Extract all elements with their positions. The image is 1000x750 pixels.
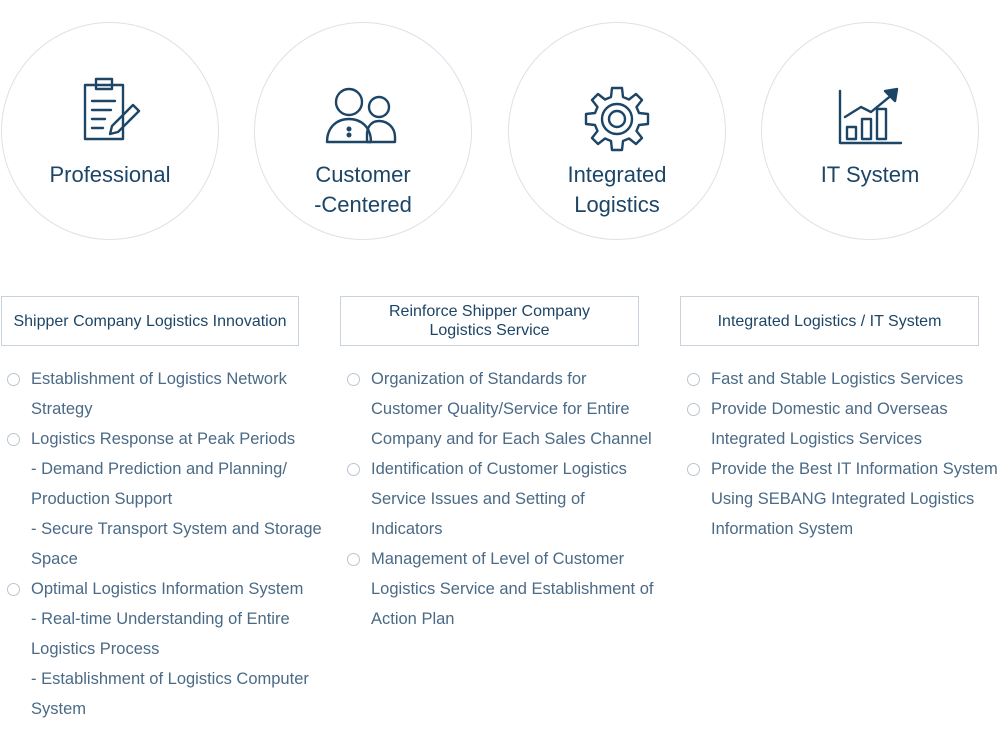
- list-subitem: - Establishment of Logistics Computer Sy…: [31, 670, 309, 718]
- list-item: Provide the Best IT Information System U…: [680, 454, 1000, 544]
- column-list: Establishment of Logistics Network Strat…: [0, 364, 330, 724]
- pillar-label: Integrated Logistics: [509, 160, 725, 220]
- column-title-line2: Logistics Service: [429, 322, 550, 339]
- circle-bullet-icon: [347, 463, 360, 476]
- list-item: Fast and Stable Logistics Services: [680, 364, 1000, 394]
- column-title: Reinforce Shipper Company Logistics Serv…: [389, 302, 590, 340]
- list-subitem: - Secure Transport System and Storage Sp…: [31, 520, 322, 568]
- list-item-text: Organization of Standards for Customer Q…: [371, 370, 652, 448]
- pillar-label-line1: Customer: [315, 162, 411, 187]
- column-title: Integrated Logistics / IT System: [717, 312, 942, 330]
- circle-bullet-icon: [687, 373, 700, 386]
- list-item-text: Logistics Response at Peak Periods: [31, 430, 296, 448]
- column-title-box: Integrated Logistics / IT System: [680, 296, 979, 346]
- customers-icon: [325, 87, 397, 144]
- list-item-text: Optimal Logistics Information System: [31, 580, 304, 598]
- pillar-label-line1: Integrated: [567, 162, 667, 187]
- pillar-label: IT System: [820, 162, 920, 187]
- list-item-text: Establishment of Logistics Network Strat…: [31, 370, 287, 418]
- list-item: Identification of Customer Logistics Ser…: [340, 454, 660, 544]
- pillar-label: Customer -Centered: [255, 160, 471, 220]
- column-title-line1: Reinforce Shipper Company: [389, 303, 590, 320]
- list-item-text: Fast and Stable Logistics Services: [711, 370, 964, 388]
- circle-bullet-icon: [7, 373, 20, 386]
- bar-chart-growth-icon: [838, 87, 903, 145]
- pillar-label: Professional: [49, 162, 171, 187]
- pillar-customer-centered: Customer -Centered: [254, 22, 472, 240]
- column-list: Fast and Stable Logistics Services Provi…: [680, 364, 1000, 544]
- circle-bullet-icon: [687, 403, 700, 416]
- circle-bullet-icon: [7, 433, 20, 446]
- pillar-professional: Professional: [1, 22, 219, 240]
- column-title: Shipper Company Logistics Innovation: [13, 312, 287, 330]
- column-title-box: Reinforce Shipper Company Logistics Serv…: [340, 296, 639, 346]
- pillar-integrated-logistics: Integrated Logistics: [508, 22, 726, 240]
- circle-bullet-icon: [347, 553, 360, 566]
- list-item-text: Management of Level of Customer Logistic…: [371, 550, 654, 628]
- column-title-box: Shipper Company Logistics Innovation: [1, 296, 299, 346]
- list-item: Logistics Response at Peak Periods - Dem…: [0, 424, 330, 574]
- pillar-label-line2: -Centered: [314, 192, 412, 217]
- pillar-label-line2: Logistics: [574, 192, 660, 217]
- list-item-text: Provide the Best IT Information System U…: [711, 460, 998, 538]
- circle-bullet-icon: [7, 583, 20, 596]
- list-item: Management of Level of Customer Logistic…: [340, 544, 660, 634]
- pillar-it-system: IT System: [761, 22, 979, 240]
- list-subitem: - Real-time Understanding of Entire Logi…: [31, 610, 290, 658]
- list-subitem: - Demand Prediction and Planning/ Produc…: [31, 460, 287, 508]
- circle-bullet-icon: [687, 463, 700, 476]
- clipboard-pencil-icon: [83, 77, 141, 141]
- list-item: Organization of Standards for Customer Q…: [340, 364, 660, 454]
- list-item-text: Identification of Customer Logistics Ser…: [371, 460, 627, 538]
- list-item-text: Provide Domestic and Overseas Integrated…: [711, 400, 948, 448]
- gear-icon: [584, 86, 650, 152]
- list-item: Establishment of Logistics Network Strat…: [0, 364, 330, 424]
- list-item: Optimal Logistics Information System - R…: [0, 574, 330, 724]
- circle-bullet-icon: [347, 373, 360, 386]
- column-list: Organization of Standards for Customer Q…: [340, 364, 660, 634]
- list-item: Provide Domestic and Overseas Integrated…: [680, 394, 1000, 454]
